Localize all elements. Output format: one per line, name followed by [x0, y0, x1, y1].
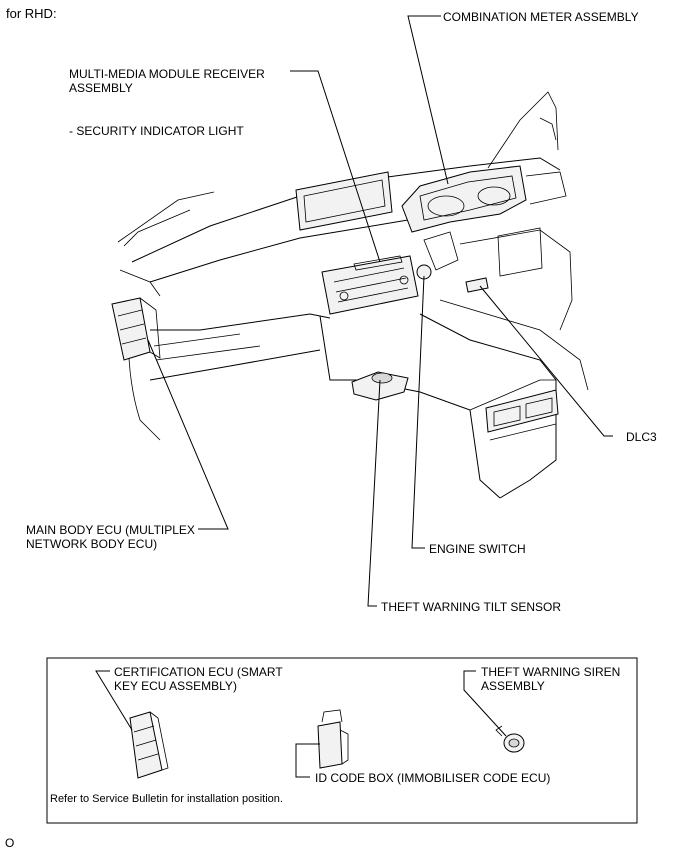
meter-gauge-left	[427, 195, 465, 217]
leader-tilt-sensor	[367, 379, 381, 607]
id-code-box-side	[339, 729, 349, 765]
label-combination-meter: COMBINATION METER ASSEMBLY	[443, 10, 639, 24]
glovebox-lines	[153, 333, 261, 361]
main-body-ecu	[111, 297, 151, 361]
label-multimedia-line1: MULTI-MEDIA MODULE RECEIVER	[69, 67, 265, 81]
main-body-ecu-ribs	[117, 309, 147, 345]
leader-engine-switch	[411, 275, 425, 549]
label-engine-switch: ENGINE SWITCH	[429, 542, 526, 556]
certification-ecu-ribs	[133, 725, 159, 761]
floor-right-line	[439, 299, 589, 391]
id-code-box	[317, 721, 343, 769]
windshield-left-edge	[117, 191, 215, 243]
label-main-body-line2: NETWORK BODY ECU)	[26, 537, 158, 551]
leader-combination-meter	[407, 15, 449, 185]
tilt-sensor-body	[371, 372, 393, 384]
label-id-code-box: ID CODE BOX (IMMOBILISER CODE ECU)	[315, 771, 551, 785]
right-a-pillar-inner	[539, 117, 557, 141]
leader-main-body-ecu	[147, 339, 229, 530]
leader-siren	[463, 670, 507, 737]
right-lower-dash	[459, 229, 573, 331]
label-tilt-sensor: THEFT WARNING TILT SENSOR	[381, 600, 562, 614]
certification-ecu-side	[149, 711, 169, 771]
navigation-screen	[303, 179, 386, 223]
combination-meter-face	[419, 175, 517, 221]
receiver-knob-right	[399, 275, 409, 285]
security-indicator-strip	[353, 255, 403, 271]
glovebox-top	[150, 313, 331, 331]
meter-gauge-right	[477, 186, 511, 206]
inset-note: Refer to Service Bulletin for installati…	[50, 793, 283, 805]
siren-bracket	[495, 725, 503, 737]
navigation-display	[295, 171, 393, 231]
leader-dlc3	[479, 285, 613, 437]
console-left-side	[319, 315, 501, 499]
dash-right-vent	[525, 171, 567, 205]
label-security-light: - SECURITY INDICATOR LIGHT	[69, 124, 244, 138]
leader-certification-ecu	[95, 670, 133, 731]
certification-ecu	[129, 711, 163, 779]
windshield-left-inner	[123, 209, 191, 247]
receiver-button-rows	[333, 267, 409, 303]
label-dlc3: DLC3	[626, 430, 657, 444]
label-siren-line2: ASSEMBLY	[481, 679, 545, 693]
label-main-body-line1: MAIN BODY ECU (MULTIPLEX	[26, 523, 195, 537]
receiver-knob-left	[339, 291, 349, 301]
dash-left-end	[119, 269, 161, 297]
main-body-ecu-side	[139, 297, 161, 359]
label-multimedia-line2: ASSEMBLY	[69, 81, 133, 95]
label-certification-line2: KEY ECU ASSEMBLY)	[114, 679, 237, 693]
variant-label: for RHD:	[6, 6, 57, 21]
label-siren-line1: THEFT WARNING SIREN	[481, 665, 621, 679]
rear-vent-slots	[493, 397, 553, 427]
leader-multimedia	[290, 70, 381, 263]
combination-meter-housing	[401, 165, 527, 233]
steering-column-cover	[423, 231, 459, 271]
right-knee-panel	[497, 227, 543, 277]
leader-id-code-box	[295, 743, 320, 778]
console-top-edge	[469, 379, 556, 411]
glovebox-bottom	[149, 349, 321, 381]
figure-id: O	[5, 836, 15, 850]
id-code-box-bracket	[321, 709, 343, 723]
right-a-pillar	[487, 91, 559, 169]
inset-frame	[46, 657, 638, 824]
label-certification-line1: CERTIFICATION ECU (SMART	[114, 665, 283, 679]
console-rear-line	[489, 423, 557, 441]
dlc3-connector	[465, 277, 489, 293]
siren-horn	[508, 738, 520, 748]
